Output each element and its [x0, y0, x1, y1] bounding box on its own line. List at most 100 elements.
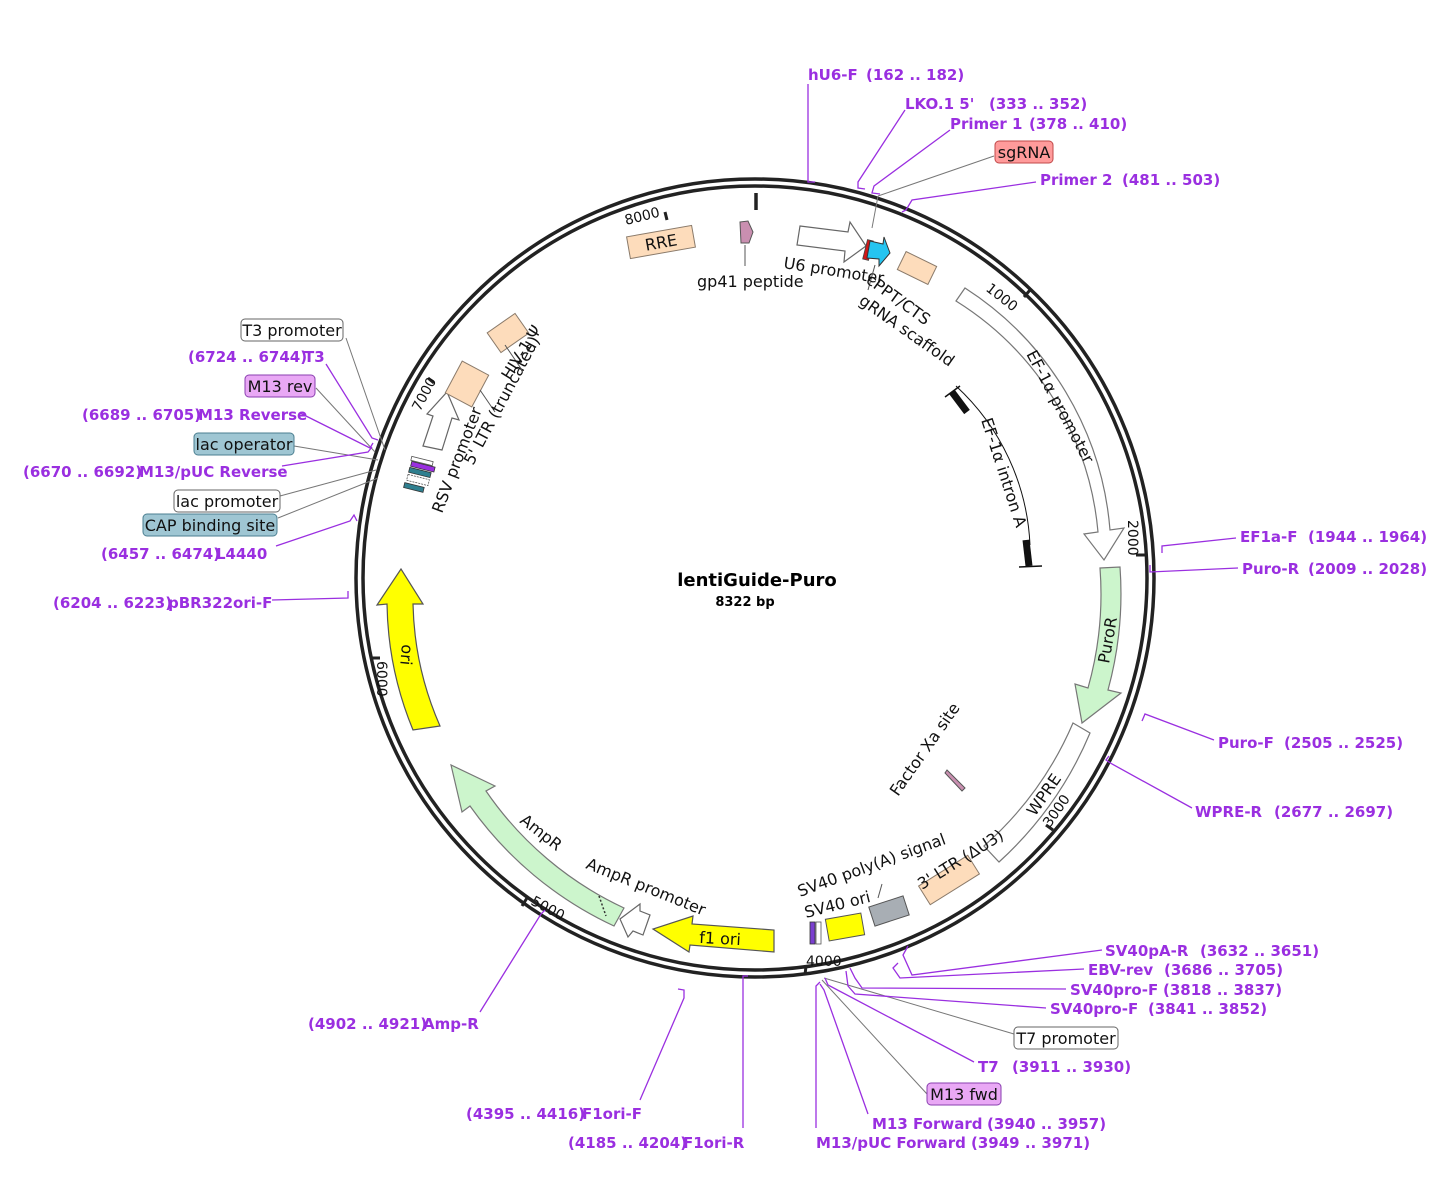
ebv-rev-range: (3686 .. 3705) [1164, 961, 1283, 979]
puro-r-name: Puro-R [1242, 560, 1300, 578]
t3-promoter-box [240, 318, 344, 342]
wpre-r-leader [1105, 755, 1193, 809]
feature-small-markers-4000 [809, 921, 822, 945]
hu6-f-range: (162 .. 182) [866, 66, 964, 84]
amp-r-range: (4902 .. 4921) [308, 1015, 427, 1033]
hu6-f-name: hU6-F [808, 66, 858, 84]
m13-rev-box-label: M13 rev [248, 377, 313, 396]
ori-label: ori [396, 644, 417, 666]
sv40-promoter-marker [809, 921, 816, 945]
lac-operator-leader [293, 445, 379, 461]
primer-ef1a-f: EF1a-F (1944 .. 1964) [1161, 528, 1427, 553]
t7-promoter-leader [823, 977, 1015, 1035]
primer-primer2: Primer 2 (481 .. 503) [901, 171, 1220, 213]
5ltr-leader [479, 389, 496, 413]
lac-promoter-leader [279, 469, 377, 497]
f1ori-r-leader [742, 975, 748, 1128]
tick-5000 [520, 897, 529, 907]
factor-xa-label: Factor Xa site [886, 699, 964, 799]
cap-site-box-label: CAP binding site [145, 516, 275, 535]
box-m13-fwd: M13 fwd [821, 979, 1002, 1106]
primer-f1ori-f: F1ori-F (4395 .. 4416) [466, 988, 685, 1123]
sv40pa-r-name: SV40pA-R [1105, 942, 1189, 960]
primer2-leader [901, 181, 1037, 213]
ef1a-intron-end [1022, 539, 1033, 567]
m13-fwd-box-label: M13 fwd [930, 1085, 998, 1104]
wpre-shape [983, 722, 1091, 863]
lko1-leader [857, 109, 906, 190]
primer-t3: T3 (6724 .. 6744) [188, 348, 379, 441]
tick-4000 [803, 965, 808, 976]
l4440-leader [275, 513, 358, 547]
primer-f1ori-r: F1ori-R (4185 .. 4204) [568, 975, 748, 1152]
m13-puc-reverse-range: (6670 .. 6692) [23, 463, 142, 481]
primer1-leader [871, 129, 951, 195]
primer-sv40pa-r: SV40pA-R (3632 .. 3651) [902, 942, 1319, 976]
primer-m13-forward: M13 Forward (3940 .. 3957) [819, 983, 1106, 1133]
feature-factor-xa: Factor Xa site [886, 699, 966, 799]
lac-operator-box [193, 432, 295, 456]
pbr322ori-f-range: (6204 .. 6223) [53, 594, 172, 612]
backbone-inner [361, 184, 1149, 972]
ef1a-promoter-label: EF-1α promoter [1022, 347, 1098, 467]
ampr-promoter-shape [619, 902, 651, 939]
tick-label-6000: 6000 [373, 661, 389, 697]
sgrna-box-label: sgRNA [998, 143, 1051, 162]
hiv1-psi-shape [486, 312, 530, 354]
box-cap-site: CAP binding site [142, 477, 379, 537]
primer-wpre-r: WPRE-R (2677 .. 2697) [1105, 755, 1393, 821]
sv40-ori-shape [824, 912, 866, 942]
primer-sv40pro-f1: SV40pro-F (3818 .. 3837) [849, 967, 1282, 999]
u6-promoter-shape [796, 220, 867, 264]
t3-leader [325, 363, 379, 441]
primer-m13-reverse: M13 Reverse (6689 .. 6705) [82, 406, 374, 449]
feature-gp41: gp41 peptide [697, 220, 804, 291]
lko1-name: LKO.1 5' [905, 95, 974, 113]
sv40pa-r-leader [902, 945, 1103, 976]
lko1-range: (333 .. 352) [989, 95, 1087, 113]
box-lac-operator: lac operator [193, 432, 379, 461]
ef1a-intron-shape [955, 385, 1031, 546]
m13-puc-reverse-name: M13/pUC Reverse [139, 463, 288, 481]
sv40-polya-shape [868, 895, 910, 927]
tick-1000 [1022, 289, 1032, 298]
t3-range: (6724 .. 6744) [188, 348, 307, 366]
t3-promoter-box-label: T3 promoter [241, 321, 342, 340]
t7-name: T7 [978, 1058, 999, 1076]
cap-site-marker [403, 482, 425, 493]
m13-rev-box [244, 374, 316, 398]
primer-amp-r: Amp-R (4902 .. 4921) [308, 909, 546, 1033]
m13-reverse-name: M13 Reverse [198, 406, 307, 424]
wpre-r-name: WPRE-R [1195, 803, 1263, 821]
primer-lko1: LKO.1 5' (333 .. 352) [857, 95, 1087, 190]
f1ori-f-leader [639, 988, 685, 1101]
t7-promoter-marker [815, 921, 822, 945]
puro-r-range: (2009 .. 2028) [1308, 560, 1427, 578]
lac-promoter-box-label: lac promoter [176, 492, 279, 511]
sv40pro-f2-name: SV40pro-F [1050, 1000, 1138, 1018]
primer-hu6-f: hU6-F (162 .. 182) [807, 66, 964, 183]
ef1a-f-leader [1161, 537, 1237, 553]
primer-primer1: Primer 1 (378 .. 410) [871, 115, 1127, 195]
plasmid-name: lentiGuide-Puro [677, 570, 837, 591]
primer-m13-puc-forward: M13/pUC Forward (3949 .. 3971) [815, 981, 1090, 1152]
cap-site-box [142, 513, 278, 537]
sv40pro-f2-leader [845, 970, 1047, 1009]
ebv-rev-leader [892, 962, 1085, 979]
pbr322ori-f-name: pBR322ori-F [168, 594, 272, 612]
f1ori-f-name: F1ori-F [582, 1105, 642, 1123]
primer-t7: T7 (3911 .. 3930) [824, 977, 1131, 1076]
ef1a-promoter-shape [955, 287, 1126, 562]
f1ori-f-range: (4395 .. 4416) [466, 1105, 585, 1123]
sgrna-box [994, 140, 1054, 164]
factor-xa-shape [944, 769, 966, 792]
ebv-rev-name: EBV-rev [1088, 961, 1153, 979]
sgrna-leader [877, 155, 995, 197]
puro-f-leader [1141, 713, 1215, 741]
box-lac-promoter: lac promoter [173, 469, 377, 513]
lac-operator-marker [408, 466, 432, 479]
m13-forward-leader [819, 983, 869, 1115]
sv40pro-f2-range: (3841 .. 3852) [1148, 1000, 1267, 1018]
feature-lac-cluster [403, 455, 436, 493]
m13-fwd-box [926, 1082, 1002, 1106]
